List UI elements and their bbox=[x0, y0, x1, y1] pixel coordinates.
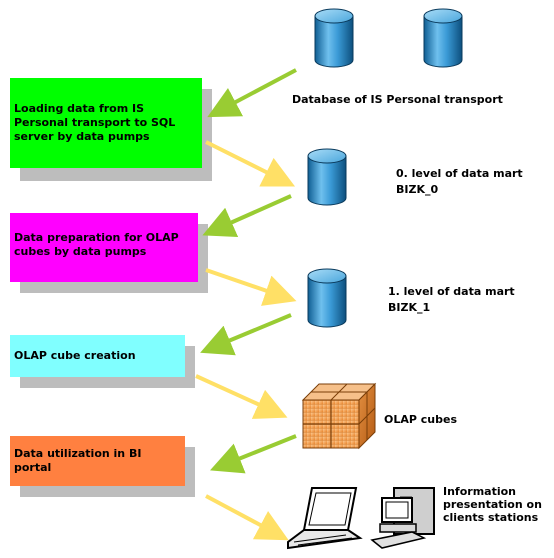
step3-label: OLAP cube creation bbox=[14, 349, 136, 362]
arrow-yellow-2 bbox=[205, 268, 297, 306]
clients-label-line3: clients stations bbox=[443, 511, 539, 524]
clients-label: Information presentation on clients stat… bbox=[443, 485, 542, 524]
step1-box: Loading data from IS Personal transport … bbox=[10, 78, 202, 168]
mart0-label-line2: BIZK_0 bbox=[396, 183, 439, 196]
database-icon bbox=[307, 268, 347, 328]
mart1-label-line1: 1. level of data mart bbox=[388, 285, 515, 298]
arrow-yellow-4 bbox=[205, 494, 289, 541]
clients-label-line2: presentation on bbox=[443, 498, 542, 511]
laptop-icon bbox=[287, 487, 363, 550]
mart1-label: 1. level of data mart BIZK_1 bbox=[388, 285, 515, 314]
cubes-label: OLAP cubes bbox=[384, 413, 457, 426]
clients-label-line1: Information bbox=[443, 485, 516, 498]
arrow-yellow-3 bbox=[195, 374, 288, 419]
desktop-computer-icon bbox=[370, 487, 435, 549]
arrow-green-2 bbox=[202, 194, 292, 237]
step2-box: Data preparation for OLAP cubes by data … bbox=[10, 213, 198, 282]
arrow-green-3 bbox=[200, 313, 292, 356]
database-icon bbox=[314, 8, 354, 68]
arrow-green-4 bbox=[210, 434, 297, 474]
database-icon bbox=[307, 148, 347, 206]
arrow-yellow-1 bbox=[205, 140, 296, 187]
cube-icon bbox=[301, 382, 377, 450]
step4-box: Data utilization in BI portal bbox=[10, 436, 185, 486]
database-icon bbox=[423, 8, 463, 68]
source-db-label: Database of IS Personal transport bbox=[292, 93, 503, 106]
arrow-green-1 bbox=[207, 68, 297, 118]
step3-box: OLAP cube creation bbox=[10, 335, 185, 377]
step4-label: Data utilization in BI portal bbox=[14, 447, 142, 474]
mart0-label-line1: 0. level of data mart bbox=[396, 167, 523, 180]
step1-label: Loading data from IS Personal transport … bbox=[14, 102, 176, 143]
mart1-label-line2: BIZK_1 bbox=[388, 301, 431, 314]
step2-label: Data preparation for OLAP cubes by data … bbox=[14, 231, 179, 258]
mart0-label: 0. level of data mart BIZK_0 bbox=[396, 167, 523, 196]
